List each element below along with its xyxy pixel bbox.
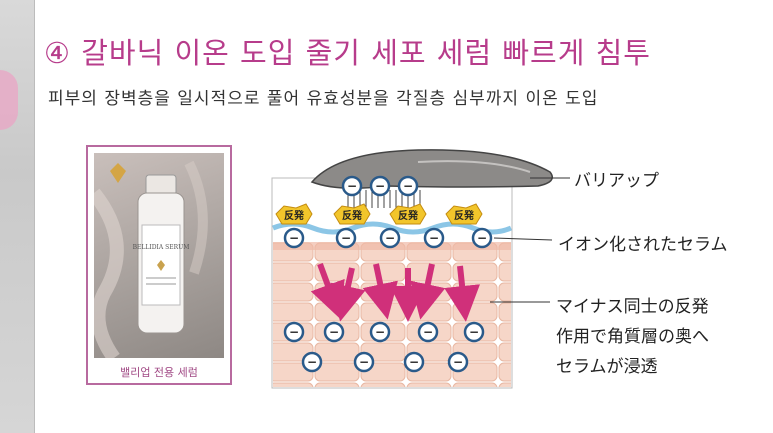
svg-text:−: − <box>289 325 299 339</box>
side-image-strip <box>0 0 35 433</box>
ion-penetration-diagram: − − − 反発 反発 反発 反発 − − − − − <box>271 149 570 389</box>
serum-ions: − − − − − <box>283 227 493 249</box>
serum-wave <box>272 221 513 235</box>
svg-text:−: − <box>359 355 369 369</box>
svg-text:−: − <box>429 231 439 245</box>
device-minus-ions: − − − <box>341 175 419 197</box>
product-card: BELLIDIA SERUM 밸리업 전용 세럼 <box>86 145 232 385</box>
leader-line-serum <box>493 237 553 241</box>
label-repulsion-1: マイナス同士の反発 <box>556 297 709 317</box>
svg-text:−: − <box>469 325 479 339</box>
svg-text:−: − <box>403 179 413 193</box>
svg-text:−: − <box>477 231 487 245</box>
svg-text:−: − <box>307 355 317 369</box>
product-photo: BELLIDIA SERUM <box>94 153 224 358</box>
svg-text:−: − <box>453 355 463 369</box>
serum-bottle-illustration: BELLIDIA SERUM <box>94 160 208 358</box>
label-ionized-serum: イオン化されたセラム <box>558 235 728 255</box>
svg-text:−: − <box>375 325 385 339</box>
label-barrier-up: バリアップ <box>574 171 659 191</box>
diamond-logo-icon <box>110 163 126 183</box>
repel-badge-1: 反発 <box>284 209 305 222</box>
product-caption: 밸리업 전용 세럼 <box>120 366 198 379</box>
svg-text:−: − <box>423 325 433 339</box>
svg-text:−: − <box>375 179 385 193</box>
svg-text:−: − <box>289 231 299 245</box>
repel-badge-4: 反発 <box>454 209 475 222</box>
deep-ions: − − − − − − − − − <box>283 321 485 373</box>
svg-text:−: − <box>329 325 339 339</box>
svg-text:−: − <box>385 231 395 245</box>
repel-badges: 反発 反発 反発 反発 <box>275 203 483 225</box>
penetration-arrows <box>310 262 481 322</box>
svg-text:−: − <box>347 179 357 193</box>
bottle-label: BELLIDIA SERUM <box>133 244 190 251</box>
svg-text:−: − <box>341 231 351 245</box>
page-title: ④ 갈바닉 이온 도입 줄기 세포 세럼 빠르게 침투 <box>44 36 651 70</box>
side-image-accent <box>0 70 18 130</box>
repel-badge-2: 反発 <box>342 209 363 222</box>
repel-badge-3: 反発 <box>398 209 419 222</box>
svg-text:−: − <box>409 355 419 369</box>
label-repulsion-2: 作用で角質層の奥へ <box>556 327 709 347</box>
page-subtitle: 피부의 장벽층을 일시적으로 풀어 유효성분을 각질층 심부까지 이온 도입 <box>48 89 599 109</box>
label-repulsion-3: セラムが浸透 <box>556 357 658 377</box>
